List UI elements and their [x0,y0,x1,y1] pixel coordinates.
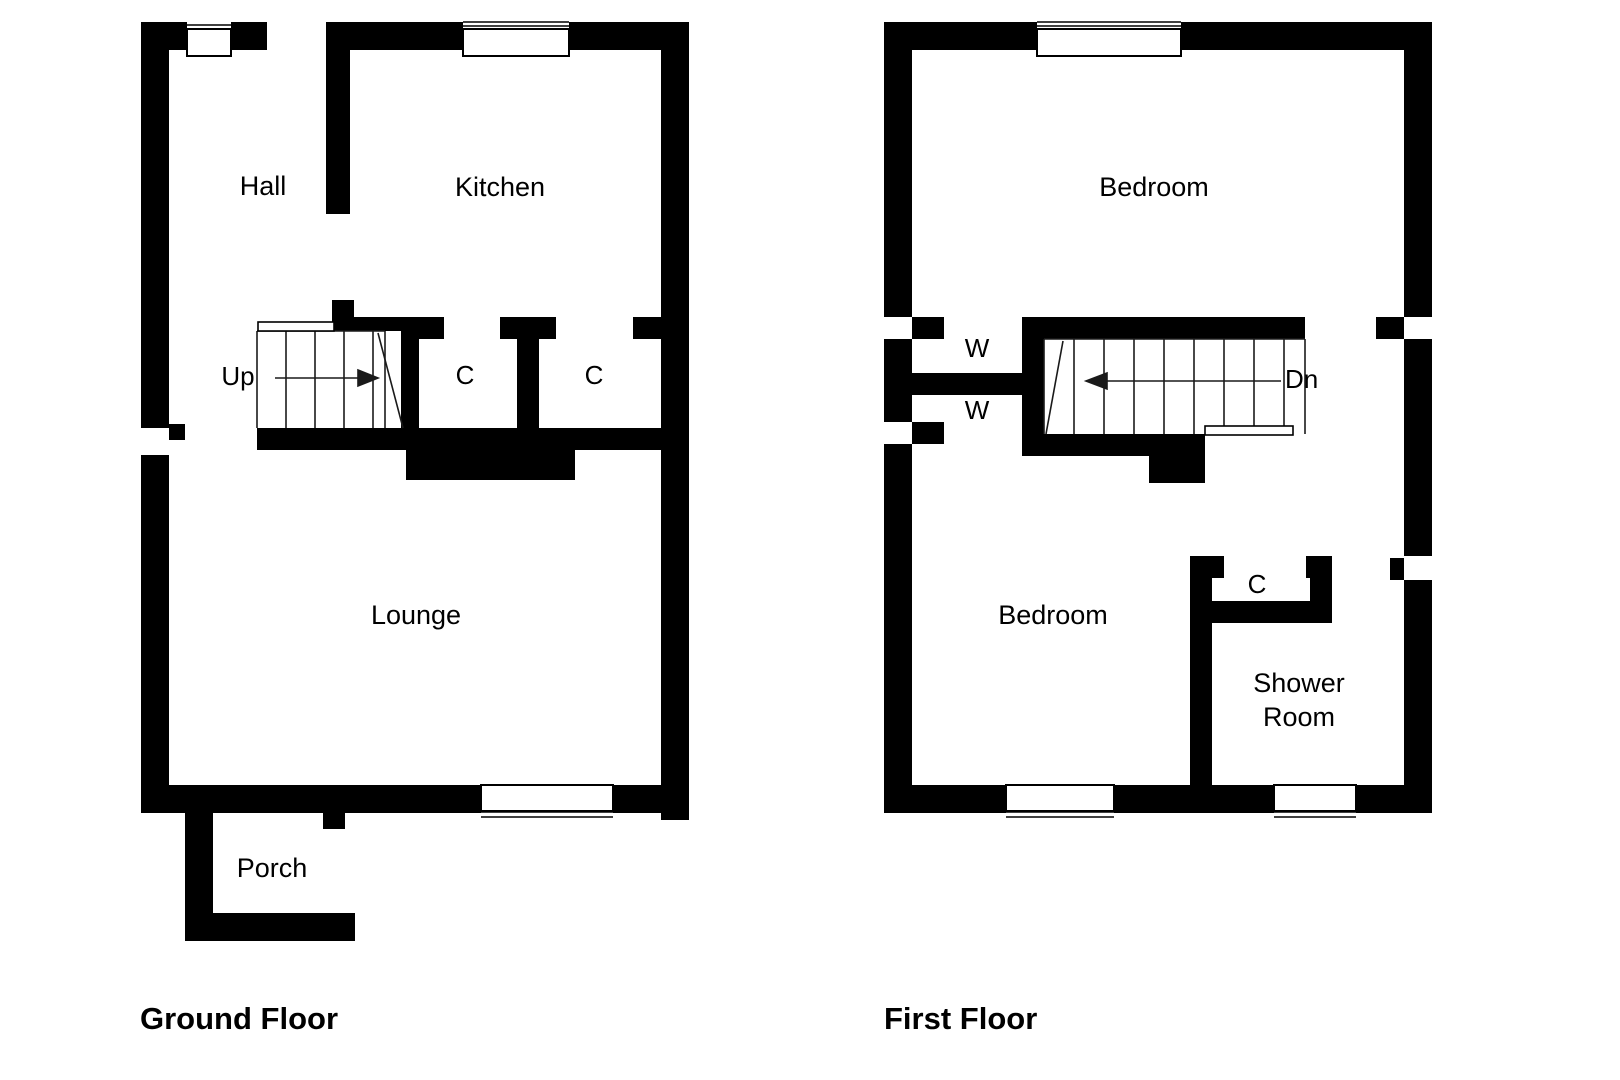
wardrobe-label-w1: W [965,333,990,363]
wall-icon [613,785,689,813]
ground-floor-windows [186,21,614,818]
ground-floor-plan: Hall Kitchen Lounge Porch C C Up Ground … [140,21,689,1036]
window-icon [1005,784,1115,818]
room-label-shower-room-line2: Room [1263,702,1335,732]
closet-label-c3: C [1248,569,1267,599]
wall-icon [323,801,345,829]
wall-icon [327,913,355,941]
window-icon [186,24,232,57]
wall-icon [1190,601,1332,623]
wall-icon [912,373,1044,395]
wall-icon [1190,556,1212,796]
wall-icon [1149,450,1205,483]
wall-icon [141,455,169,795]
wall-icon [231,22,267,50]
wall-icon [661,317,689,820]
wardrobe-label-w2: W [965,395,990,425]
wall-icon [141,785,323,813]
room-label-kitchen: Kitchen [455,172,545,202]
door-opening-icon [912,422,944,444]
wall-icon [661,22,689,317]
wall-icon [326,22,350,214]
door-opening-icon [169,424,185,440]
wall-icon [397,317,419,437]
wall-icon [884,785,1006,813]
window-icon [462,21,570,57]
door-opening-icon [1390,558,1404,580]
wall-icon [185,913,355,941]
wall-icon [517,317,539,437]
window-icon [1273,784,1357,818]
ground-floor-walls [141,22,689,941]
wall-icon [1404,580,1432,812]
closet-label-c1: C [456,360,475,390]
stair-icon [1043,338,1306,436]
first-floor-plan: Bedroom Bedroom Shower Room W W C Dn Fir… [884,21,1432,1036]
room-label-hall: Hall [240,171,287,201]
wall-icon [1404,22,1432,317]
wall-icon [1356,785,1432,813]
wall-icon [884,339,912,422]
wall-icon [1190,556,1224,578]
wall-icon [633,317,663,339]
wall-icon [1181,22,1432,50]
floor-title-ground: Ground Floor [140,1001,338,1036]
wall-icon [141,22,169,428]
room-label-shower-room-line1: Shower [1253,668,1345,698]
wall-icon [406,444,575,480]
window-icon [1036,21,1182,57]
closet-label-c2: C [585,360,604,390]
wall-icon [884,22,912,317]
wall-icon [1404,339,1432,556]
stair-direction-dn: Dn [1285,364,1318,394]
door-opening-icon [1376,317,1404,339]
wall-icon [884,444,912,812]
wall-icon [1037,317,1305,339]
door-opening-icon [912,317,944,339]
room-label-bedroom-front: Bedroom [1099,172,1209,202]
room-label-porch: Porch [237,853,308,883]
wall-icon [1310,556,1332,610]
stair-direction-up: Up [221,361,254,391]
stair-icon [256,321,404,429]
first-floor-walls [884,22,1432,813]
floor-title-first: First Floor [884,1001,1037,1036]
room-label-bedroom-rear: Bedroom [998,600,1108,630]
first-floor-windows [1005,21,1357,818]
window-icon [480,784,614,818]
room-label-lounge: Lounge [371,600,461,630]
